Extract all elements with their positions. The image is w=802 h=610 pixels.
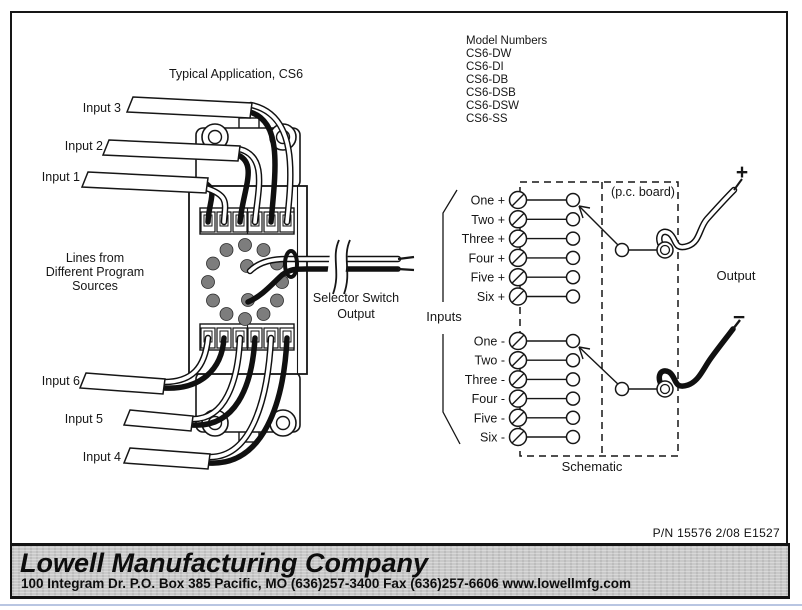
terminal-label: One + (471, 194, 505, 208)
minus-symbol: − (733, 306, 745, 329)
cable-clip (283, 249, 299, 279)
output-cable (245, 239, 415, 305)
terminal-row-minus-1: One - (474, 331, 581, 351)
terminal-label: Two + (471, 213, 505, 227)
input-1-label: Input 1 (42, 170, 80, 184)
contact-point-icon (565, 231, 581, 246)
model-item: CS6-DSW (466, 100, 519, 112)
model-item: CS6-DSB (466, 87, 516, 99)
contact-point-icon (565, 352, 581, 368)
terminal-row-minus-2: Two - (474, 350, 581, 370)
contact-point-icon (565, 391, 581, 406)
input-cable-5 (122, 334, 258, 432)
application-illustration: Typical Application, CS6 Input 3 Input 2… (42, 67, 415, 470)
plus-symbol: + (736, 161, 748, 184)
input-cable-1 (80, 171, 229, 226)
schematic-diagram: One + Two + Three + Four + Five + Six + One - T… (426, 161, 756, 474)
terminal-label: Three - (465, 373, 505, 387)
selector-output-note-line2: Output (337, 307, 375, 321)
terminal-row-plus-1: One + (471, 190, 581, 210)
input-5-label: Input 5 (65, 412, 103, 426)
terminal-label: Six - (480, 431, 505, 445)
terminal-label: Two - (474, 354, 505, 368)
inputs-label: Inputs (426, 309, 462, 324)
terminal-label: Five - (474, 411, 505, 425)
input-4-label: Input 4 (83, 450, 121, 464)
contact-point-icon (565, 372, 581, 387)
cable-break-mark (343, 239, 351, 295)
source-note-line3: Sources (72, 279, 118, 293)
company-name: Lowell Manufacturing Company (20, 548, 429, 578)
application-title: Typical Application, CS6 (169, 67, 303, 81)
contact-point-icon (565, 289, 581, 304)
top-terminals (200, 211, 295, 233)
terminal-label: One - (474, 335, 505, 349)
terminal-row-minus-4: Four - (472, 389, 581, 408)
switch-dashed-outline (519, 181, 679, 457)
company-address: 100 Integram Dr. P.O. Box 385 Pacific, M… (21, 576, 632, 591)
input-cable-2 (101, 139, 263, 226)
terminal-row-plus-2: Two + (471, 210, 581, 229)
terminal-row-plus-5: Five + (471, 267, 581, 287)
model-item: CS6-DW (466, 48, 512, 60)
terminal-row-plus-3: Three + (462, 229, 581, 248)
contact-point-icon (565, 192, 581, 208)
model-numbers-title: Model Numbers (466, 35, 547, 47)
terminal-row-minus-5: Five - (474, 408, 581, 428)
source-note-line1: Lines from (66, 251, 124, 265)
terminal-label: Three + (462, 232, 505, 246)
contact-point-icon (565, 250, 581, 266)
footer-bar: Lowell Manufacturing Company 100 Integra… (10, 543, 790, 599)
terminal-row-plus-4: Four + (469, 248, 581, 268)
terminal-label: Six + (477, 290, 505, 304)
model-item: CS6-DI (466, 61, 504, 73)
terminal-row-minus-3: Three - (465, 370, 581, 389)
terminal-label: Four - (472, 392, 505, 406)
source-note-line2: Different Program (46, 265, 144, 279)
selector-output-note-line1: Selector Switch (313, 291, 399, 305)
input-3-label: Input 3 (83, 101, 121, 115)
contact-point-icon (565, 429, 581, 445)
inputs-brace (442, 189, 461, 445)
wiper-upper (578, 178, 743, 259)
input-cable-4 (122, 334, 290, 470)
model-numbers: Model Numbers CS6-DWCS6-DICS6-DBCS6-DSBC… (466, 35, 547, 125)
contact-point-icon (565, 212, 581, 227)
terminal-row-minus-6: Six - (480, 427, 581, 447)
cable-break-mark (332, 239, 340, 295)
input-6-label: Input 6 (42, 374, 80, 388)
terminal-label: Four + (469, 251, 505, 265)
pc-board-label: (p.c. board) (611, 185, 675, 199)
input-cable-6 (78, 334, 227, 395)
terminal-label: Five + (471, 271, 505, 285)
contact-point-icon (565, 410, 581, 426)
output-label: Output (716, 268, 755, 283)
wiper-lower (578, 319, 741, 398)
contact-point-icon (565, 269, 581, 285)
part-number-line: P/N 15576 2/08 E1527 (652, 526, 780, 540)
input-2-label: Input 2 (65, 139, 103, 153)
schematic-caption: Schematic (562, 459, 623, 474)
scan-edge-line (0, 604, 802, 606)
contact-point-icon (565, 333, 581, 349)
model-item: CS6-SS (466, 113, 508, 125)
terminal-row-plus-6: Six + (477, 287, 581, 306)
bottom-terminals (200, 327, 295, 349)
input-cable-3 (125, 96, 294, 226)
model-item: CS6-DB (466, 74, 509, 86)
